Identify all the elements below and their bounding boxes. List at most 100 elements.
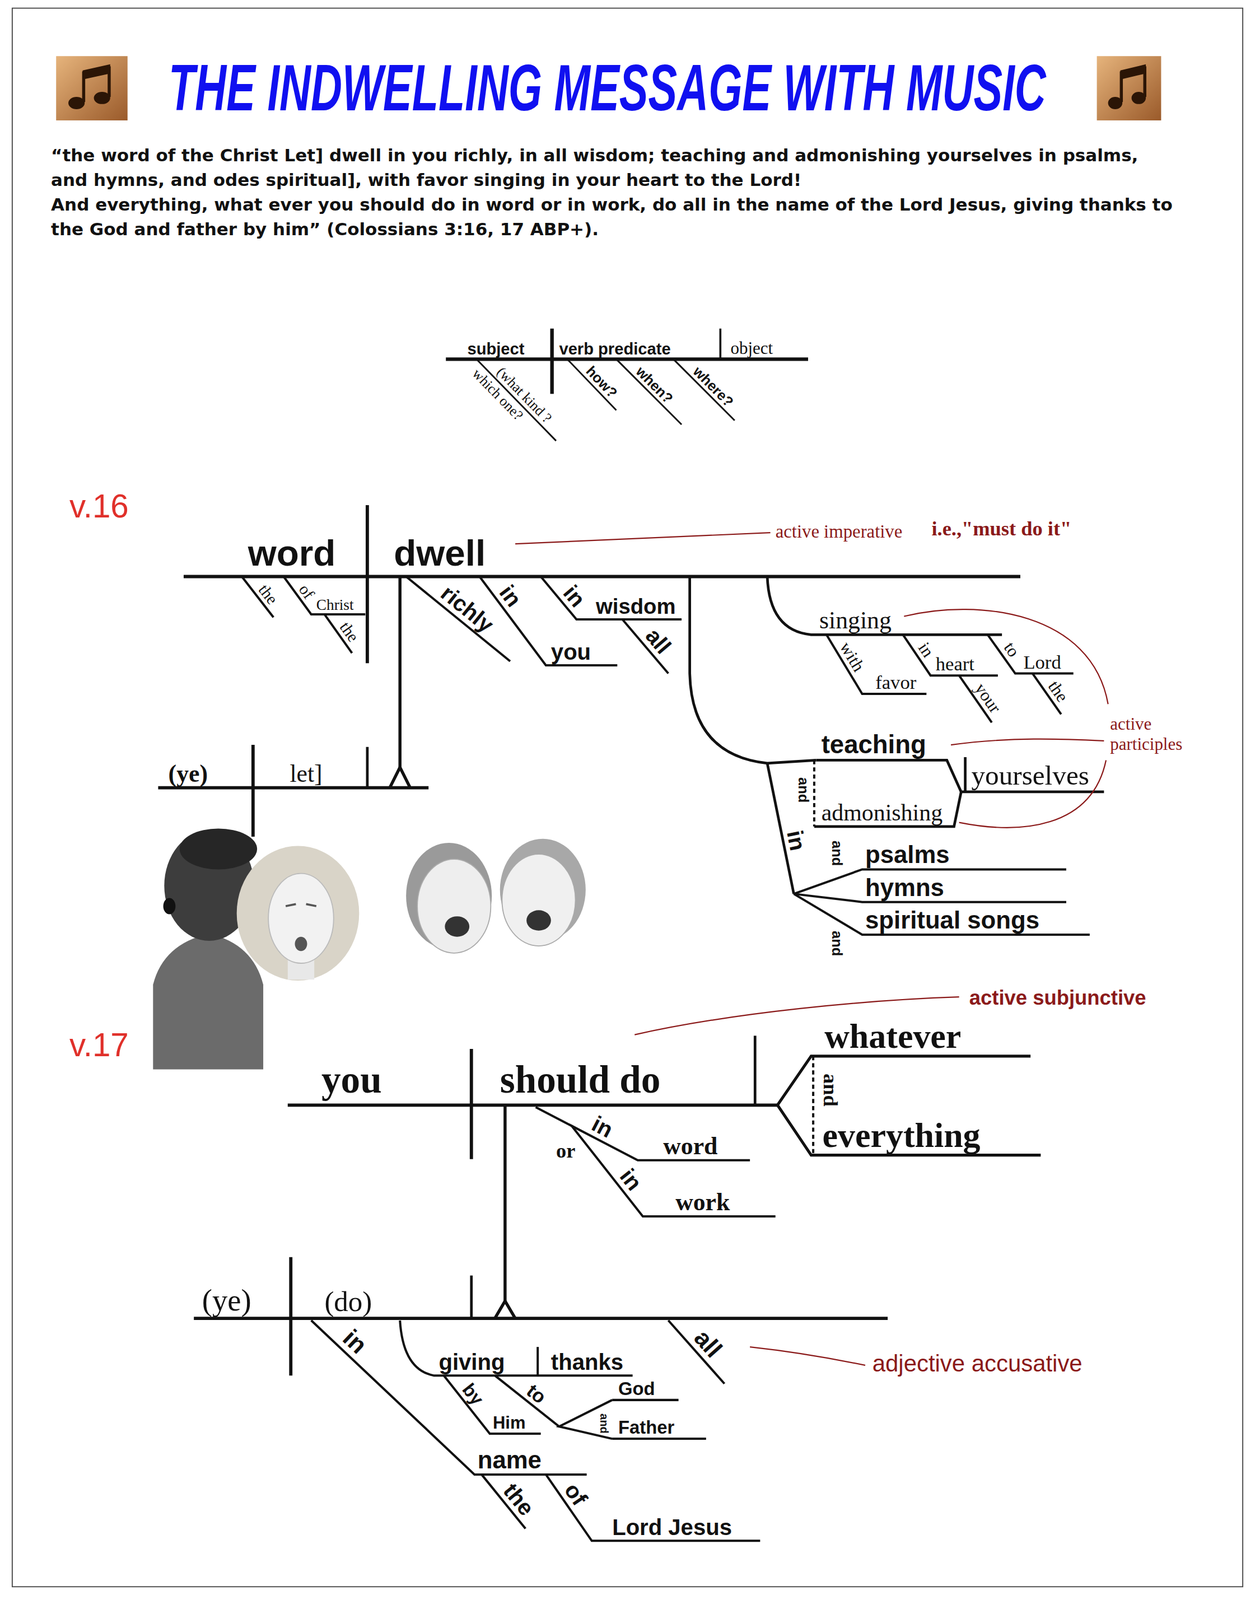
verse16-diagram-lines bbox=[902, 634, 998, 676]
sentence-word: word bbox=[663, 1132, 718, 1161]
verse16-diagram-lines bbox=[283, 576, 366, 614]
grammar-note: i.e.,"must do it" bbox=[931, 517, 1072, 541]
verse17-diagram-lines bbox=[612, 1437, 707, 1440]
sentence-word: word bbox=[248, 533, 337, 575]
scripture-quote: And everything, what ever you should do … bbox=[50, 192, 1179, 242]
modifier-word: in bbox=[913, 638, 938, 662]
note-leader-lines bbox=[515, 532, 1109, 1366]
modifier-word: the bbox=[335, 618, 363, 646]
sentence-word: subject bbox=[467, 339, 525, 359]
verse17-diagram-lines bbox=[193, 1316, 888, 1320]
verse17-diagram-lines bbox=[812, 1056, 815, 1156]
singers-illustration bbox=[179, 828, 258, 870]
sentence-word: spiritual songs bbox=[865, 906, 1040, 935]
verse16-diagram-lines bbox=[365, 505, 370, 664]
key-diagram-lines bbox=[549, 328, 554, 395]
sentence-word: should do bbox=[500, 1058, 661, 1103]
sentence-word: admonishing bbox=[821, 799, 943, 827]
sentence-word: Him bbox=[492, 1413, 526, 1434]
grammar-note: active imperative bbox=[775, 521, 903, 543]
sentence-word: or bbox=[556, 1139, 576, 1164]
modifier-word: all bbox=[640, 623, 676, 660]
conjunction-word: and bbox=[828, 930, 846, 956]
verse16-diagram-lines bbox=[479, 576, 618, 666]
sentence-word: you bbox=[321, 1058, 382, 1103]
verse16-diagram-lines bbox=[767, 763, 794, 894]
verse17-diagram-lines bbox=[546, 1474, 761, 1541]
verse17-diagram-lines bbox=[753, 1035, 757, 1105]
modifier-word: your bbox=[969, 679, 1005, 717]
sentence-word: heart bbox=[935, 652, 975, 676]
modifier-word: in bbox=[493, 580, 527, 613]
singers-illustration bbox=[236, 845, 360, 981]
quote-block: “the word of the Christ Let] dwell in yo… bbox=[50, 142, 1179, 242]
verse17-diagram-lines bbox=[777, 1056, 1041, 1156]
sentence-word: God bbox=[618, 1378, 656, 1401]
modifier-word: in bbox=[781, 828, 811, 853]
sentence-word: whatever bbox=[824, 1016, 961, 1057]
singers-illustration bbox=[152, 828, 586, 1070]
verse16-diagram-lines bbox=[389, 767, 410, 788]
verse16-diagram-lines bbox=[406, 576, 511, 661]
modifier-word: how? bbox=[582, 363, 621, 403]
verse16-diagram-lines bbox=[398, 576, 401, 768]
verse16-diagram-lines bbox=[689, 576, 817, 763]
verse16-diagram-lines bbox=[251, 744, 255, 837]
modifier-word: in bbox=[337, 1324, 373, 1360]
verse17-diagram-lines bbox=[311, 1320, 587, 1475]
sentence-word: (ye) bbox=[168, 759, 208, 788]
key-diagram-lines bbox=[719, 328, 722, 360]
note-leader-lines bbox=[959, 759, 1107, 828]
singers-illustration bbox=[417, 859, 491, 954]
sentence-word: let] bbox=[289, 759, 323, 788]
singers-illustration bbox=[285, 903, 296, 907]
sentence-word: (ye) bbox=[202, 1283, 252, 1319]
verse17-diagram-lines bbox=[444, 1375, 541, 1434]
singers-illustration bbox=[306, 903, 317, 907]
modifier-word: of bbox=[558, 1478, 592, 1511]
sentence-word: Lord Jesus bbox=[612, 1514, 732, 1541]
sentence-word: work bbox=[675, 1188, 730, 1217]
modifier-word: the bbox=[497, 1478, 540, 1522]
verse16-diagram-lines bbox=[813, 759, 816, 827]
singers-illustration bbox=[152, 933, 264, 1070]
modifier-word: to bbox=[999, 638, 1024, 662]
key-diagram-lines bbox=[445, 328, 809, 441]
verse17-diagram-lines bbox=[288, 1257, 293, 1376]
verse16-diagram-lines bbox=[157, 786, 429, 790]
modifier-word: with bbox=[834, 638, 869, 676]
grammar-note: adjective accusative bbox=[872, 1350, 1083, 1378]
modifier-word: of bbox=[294, 580, 319, 604]
music-note-icon bbox=[1120, 64, 1147, 80]
verse16-diagram-lines bbox=[767, 576, 1002, 635]
sentence-word: favor bbox=[875, 671, 917, 694]
music-note-icon bbox=[1097, 56, 1162, 121]
modifier-word: in bbox=[587, 1111, 618, 1143]
singers-illustration bbox=[268, 873, 334, 964]
note-leader-lines bbox=[950, 739, 1104, 746]
music-note-icon bbox=[56, 56, 128, 121]
verse16-diagram-lines bbox=[540, 576, 682, 620]
music-note-icon bbox=[56, 56, 128, 121]
sentence-word: name bbox=[477, 1446, 542, 1475]
grammar-note: active participles bbox=[1109, 714, 1212, 755]
verse16-diagram-lines bbox=[960, 790, 1104, 794]
verse16-diagram-lines bbox=[814, 791, 961, 827]
singers-illustration bbox=[295, 936, 308, 952]
verse16-diagram-lines bbox=[963, 757, 967, 792]
verse17-diagram-lines bbox=[287, 1103, 778, 1107]
verse17-diagram-lines bbox=[503, 1104, 507, 1301]
verse17-diagram-lines bbox=[612, 1398, 679, 1402]
sentence-word: everything bbox=[822, 1115, 981, 1155]
music-note-icon bbox=[82, 64, 111, 80]
scripture-quote: “the word of the Christ Let] dwell in yo… bbox=[50, 142, 1179, 193]
modifier-word: all bbox=[688, 1324, 728, 1364]
sentence-word: you bbox=[551, 639, 591, 666]
verse16-diagram-lines bbox=[183, 575, 1021, 579]
modifier-word: the bbox=[254, 580, 282, 609]
verse-number: v.17 bbox=[69, 1027, 129, 1065]
sentence-word: psalms bbox=[865, 841, 950, 870]
sentence-word: singing bbox=[819, 606, 892, 635]
sentence-word: Father bbox=[618, 1417, 675, 1439]
